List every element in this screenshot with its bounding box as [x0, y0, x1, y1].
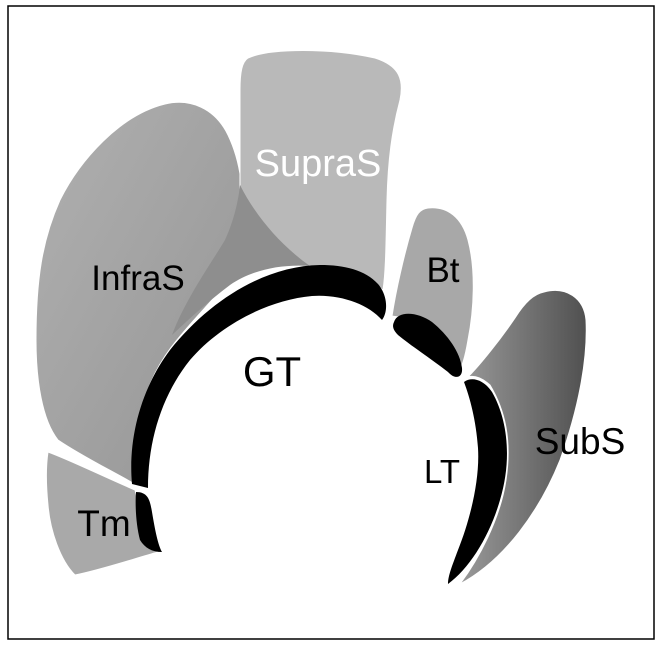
greater-tuberosity	[131, 265, 387, 488]
diagram-border	[7, 5, 655, 640]
infraspinatus-overlap	[172, 185, 310, 335]
teres-minor-muscle	[46, 451, 159, 576]
lesser-tuberosity	[448, 379, 507, 584]
label-subscapularis: SubS	[535, 421, 626, 462]
label-infraspinatus: InfraS	[91, 259, 184, 298]
label-biceps-tendon: Bt	[426, 251, 459, 290]
label-supraspinatus: SupraS	[255, 143, 382, 185]
label-greater-tuberosity: GT	[243, 348, 301, 395]
label-lesser-tuberosity: LT	[424, 453, 460, 490]
greater-tuberosity-lower	[135, 492, 162, 552]
subscapularis-muscle	[459, 290, 587, 585]
label-teres-minor: Tm	[77, 503, 130, 544]
bicipital-groove-bone	[393, 313, 463, 377]
